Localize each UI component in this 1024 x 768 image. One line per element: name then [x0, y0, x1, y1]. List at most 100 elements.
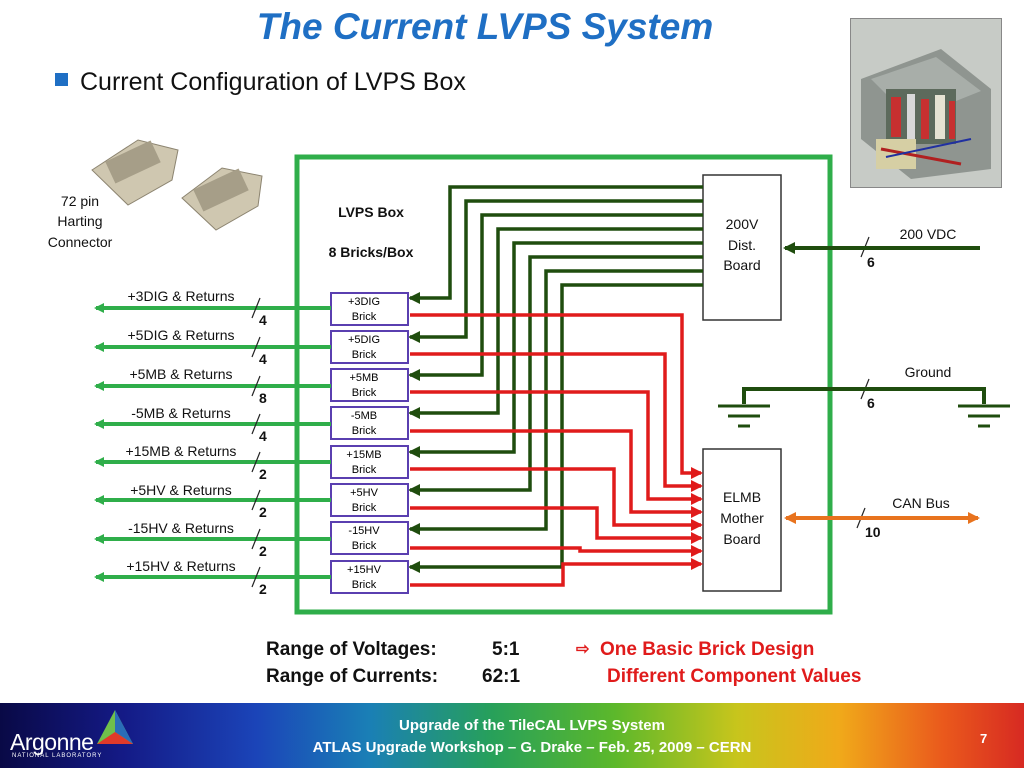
brick-minus15hv: -15HV Brick [330, 521, 409, 555]
brick-5mb: +5MB Brick [330, 368, 409, 402]
red-wire-5hv [410, 506, 703, 544]
wire-count-minus5mb: 4 [259, 428, 267, 444]
dist-board [702, 174, 782, 321]
output-label-15mb: +15MB & Returns [126, 443, 237, 459]
output-label-5hv: +5HV & Returns [130, 482, 232, 498]
vdc-label: 200 VDC [900, 226, 957, 242]
dist-wire-minus5mb [408, 227, 703, 419]
brick-name: +5MB [349, 372, 378, 384]
voltages-label: Range of Voltages: [266, 639, 437, 660]
box-subtitle: 8 Bricks/Box [329, 244, 414, 260]
brick-name: +5DIG [348, 334, 380, 346]
ground-symbol-right [958, 404, 1010, 428]
brick-5dig: +5DIG Brick [330, 330, 409, 364]
brick-3dig: +3DIG Brick [330, 292, 409, 326]
brick-label: Brick [352, 579, 377, 591]
harting-connector-image [91, 139, 263, 231]
lvps-box-photo [850, 18, 1002, 188]
output-label-3dig: +3DIG & Returns [128, 288, 235, 304]
slide-title: The Current LVPS System [256, 6, 714, 47]
wire-count-minus15hv: 2 [259, 543, 267, 559]
arrow-icon: ⇨ [576, 641, 590, 658]
dist-board-line2: Dist. [728, 237, 756, 253]
wire-count-5mb: 8 [259, 390, 267, 406]
dist-wire-15hv [408, 283, 703, 573]
brick-label: Brick [352, 502, 377, 514]
brick-15hv: +15HV Brick [330, 560, 409, 594]
output-label-5dig: +5DIG & Returns [128, 327, 235, 343]
currents-value: 62:1 [482, 666, 521, 687]
brick-name: -5MB [351, 410, 377, 422]
page-number: 7 [980, 731, 988, 746]
brick-label: Brick [352, 540, 377, 552]
bricks: +3DIG Brick +5DIG Brick +5MB Brick -5MB … [330, 292, 409, 594]
output-wires [94, 303, 331, 582]
argonne-logo-subtitle: NATIONAL LABORATORY [12, 753, 103, 759]
wire-count-5hv: 2 [259, 504, 267, 520]
red-wire-minus15hv [410, 545, 703, 557]
argonne-logo-text: Argonne [10, 729, 94, 755]
red-wire-15hv [410, 558, 703, 587]
dist-wire-15mb [408, 241, 703, 458]
ground-wiring [718, 387, 1010, 428]
dist-wire-5hv [408, 255, 703, 496]
dist-board-line1: 200V [726, 216, 759, 232]
box-title: LVPS Box [338, 204, 404, 220]
vdc-wire-count: 6 [867, 254, 875, 270]
brick-label: Brick [352, 387, 377, 399]
footer-subtitle: ATLAS Upgrade Workshop – G. Drake – Feb.… [312, 739, 752, 756]
ground-symbol-left [718, 404, 770, 428]
monitor-wires [410, 313, 703, 587]
red-wire-5dig [410, 352, 703, 492]
dist-wire-minus15hv [408, 269, 703, 535]
output-label-minus15hv: -15HV & Returns [128, 520, 234, 536]
connector-label-line2: Harting [57, 213, 102, 229]
brick-label: Brick [352, 311, 377, 323]
wire-count-15mb: 2 [259, 466, 267, 482]
brick-label: Brick [352, 349, 377, 361]
bullet-square [55, 73, 68, 86]
bullet-text: Current Configuration of LVPS Box [80, 68, 466, 96]
red-wire-15mb [410, 467, 703, 531]
wire-count-15hv: 2 [259, 581, 267, 597]
wire-count-5dig: 4 [259, 351, 267, 367]
brick-name: -15HV [348, 525, 380, 537]
brick-name: +15MB [346, 449, 381, 461]
brick-15mb: +15MB Brick [330, 445, 409, 479]
can-bus-label: CAN Bus [892, 495, 950, 511]
brick-label: Brick [352, 425, 377, 437]
output-label-5mb: +5MB & Returns [129, 366, 232, 382]
elmb-board-line1: ELMB [723, 489, 761, 505]
red-wire-minus5mb [410, 429, 703, 518]
dist-wire-5dig [408, 199, 703, 343]
elmb-board-line3: Board [723, 531, 760, 547]
note-one-brick: One Basic Brick Design [600, 639, 815, 660]
note-component-values: Different Component Values [607, 666, 862, 687]
dist-board-line3: Board [723, 257, 760, 273]
can-bus-wire-count: 10 [865, 524, 881, 540]
brick-name: +15HV [347, 564, 382, 576]
currents-label: Range of Currents: [266, 666, 439, 687]
argonne-logo-icon [97, 710, 133, 744]
elmb-board-line2: Mother [720, 510, 764, 526]
connector-label-line3: Connector [48, 234, 113, 250]
red-wire-5mb [410, 390, 703, 505]
connector-label-line1: 72 pin [61, 193, 99, 209]
voltages-value: 5:1 [492, 639, 520, 660]
dist-wire-3dig [408, 185, 703, 304]
output-labels: +3DIG & Returns +5DIG & Returns +5MB & R… [126, 288, 237, 574]
red-wire-3dig [410, 313, 703, 479]
lvps-diagram: 72 pin Harting Connector LVPS Box 8 Bric… [48, 139, 1010, 615]
wire-count-3dig: 4 [259, 312, 267, 328]
brick-name: +5HV [350, 487, 378, 499]
ground-label: Ground [905, 364, 952, 380]
output-label-minus5mb: -5MB & Returns [131, 405, 231, 421]
brick-5hv: +5HV Brick [330, 483, 409, 517]
brick-name: +3DIG [348, 296, 380, 308]
output-label-15hv: +15HV & Returns [126, 558, 235, 574]
elmb-board [702, 448, 782, 592]
ground-wire-count: 6 [867, 395, 875, 411]
footer-title: Upgrade of the TileCAL LVPS System [399, 717, 665, 734]
dist-wire-5mb [408, 213, 703, 381]
power-distribution-wires [408, 185, 703, 573]
